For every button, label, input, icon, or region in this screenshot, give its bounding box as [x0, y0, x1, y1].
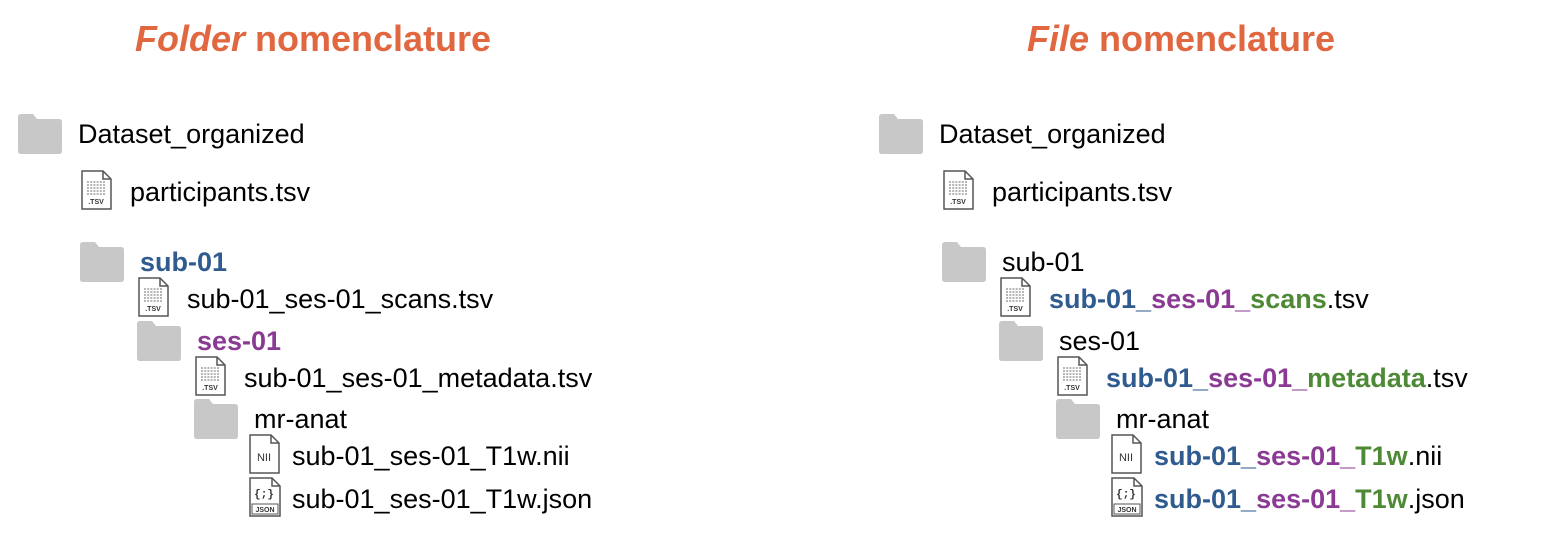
panel-title: Folder nomenclature: [135, 18, 491, 60]
tree-item-label: mr-anat: [254, 403, 348, 434]
tree-item-metadata[interactable]: .TSV sub-01_ses-01_metadata.tsv: [1056, 355, 1468, 401]
extension-part: .nii: [1407, 440, 1443, 471]
session-label: ses-01: [197, 325, 282, 356]
tree-item-label: participants.tsv: [992, 176, 1173, 207]
tree-item-participants[interactable]: .TSV participants.tsv: [942, 169, 1173, 215]
svg-text:NII: NII: [257, 452, 271, 464]
tree-item-root-folder[interactable]: Dataset_organized: [18, 113, 305, 155]
folder-icon: [194, 399, 238, 439]
tree-item-label: sub-01_ses-01_T1w.nii: [1154, 440, 1443, 471]
tsv-file-icon: .TSV: [1056, 355, 1088, 401]
svg-text:.TSV: .TSV: [145, 306, 161, 313]
folder-icon: [1056, 399, 1100, 439]
svg-text:.TSV: .TSV: [1007, 306, 1023, 313]
subject-part: sub-01: [1154, 483, 1242, 514]
tree-item-ses-folder[interactable]: ses-01: [137, 320, 281, 362]
tsv-file-icon: .TSV: [137, 276, 169, 322]
json-file-icon: {;} JSON: [1110, 476, 1144, 522]
folder-icon: [999, 321, 1043, 361]
svg-text:JSON: JSON: [1117, 507, 1136, 514]
folder-icon: [137, 321, 181, 361]
tree-item-label: ses-01: [1059, 325, 1141, 356]
title-emphasis: File: [1027, 18, 1090, 59]
svg-text:JSON: JSON: [255, 507, 274, 514]
tree-item-metadata[interactable]: .TSV sub-01_ses-01_metadata.tsv: [194, 355, 593, 401]
suffix-part: T1w: [1355, 483, 1408, 514]
session-part: ses-01: [1208, 362, 1293, 393]
extension-part: .tsv: [1326, 283, 1369, 314]
subject-part: sub-01: [1049, 283, 1137, 314]
nii-file-icon: NII: [1110, 433, 1142, 479]
title-emphasis: Folder: [135, 18, 246, 59]
tree-item-label: sub-01: [1002, 246, 1085, 277]
svg-text:.TSV: .TSV: [202, 385, 218, 392]
tsv-file-icon: .TSV: [194, 355, 226, 401]
nii-file-icon: NII: [248, 433, 280, 479]
tree-item-label: sub-01_ses-01_metadata.tsv: [244, 362, 593, 393]
title-text: nomenclature: [245, 18, 492, 59]
separator: _: [1235, 283, 1251, 314]
folder-nomenclature-panel: Folder nomenclature Dataset_organized .T…: [18, 18, 593, 522]
svg-text:.TSV: .TSV: [950, 199, 966, 206]
session-part: ses-01: [1256, 483, 1341, 514]
tree-item-label: sub-01_ses-01_scans.tsv: [1049, 283, 1369, 314]
panel-title: File nomenclature: [1027, 18, 1335, 60]
separator: _: [1292, 362, 1308, 393]
tree-item-json[interactable]: {;} JSON sub-01_ses-01_T1w.json: [248, 476, 593, 522]
tree-item-json[interactable]: {;}JSON sub-01_ses-01_T1w.json: [1110, 476, 1465, 522]
folder-icon: [942, 242, 986, 282]
tree-item-label: sub-01_ses-01_metadata.tsv: [1106, 362, 1468, 393]
tsv-file-icon: .TSV: [942, 169, 974, 215]
tree-item-anat-folder[interactable]: mr-anat: [1056, 398, 1209, 440]
folder-icon: [879, 114, 923, 154]
tree-item-scans[interactable]: .TSV sub-01_ses-01_scans.tsv: [137, 276, 494, 322]
separator: _: [1340, 440, 1356, 471]
tree-item-ses-folder[interactable]: ses-01: [999, 320, 1140, 362]
tree-item-sub-folder[interactable]: sub-01: [80, 241, 227, 283]
tree-item-sub-folder[interactable]: sub-01: [942, 241, 1085, 283]
tree-item-root-folder[interactable]: Dataset_organized: [879, 113, 1166, 155]
tree-item-label: Dataset_organized: [939, 118, 1166, 149]
tsv-file-icon: .TSV: [80, 169, 112, 215]
subject-label: sub-01: [140, 246, 228, 277]
json-file-icon: {;} JSON: [248, 476, 282, 522]
tsv-file-icon: .TSV: [999, 276, 1031, 322]
tree-item-label: sub-01_ses-01_T1w.json: [292, 483, 593, 514]
suffix-part: metadata: [1307, 362, 1426, 393]
svg-text:NII: NII: [1119, 452, 1133, 464]
separator: _: [1340, 483, 1356, 514]
svg-text:{;}: {;}: [1116, 489, 1136, 501]
separator: _: [1241, 440, 1257, 471]
tree-item-label: sub-01_ses-01_T1w.nii: [292, 440, 570, 471]
tree-item-label: sub-01_ses-01_scans.tsv: [187, 283, 494, 314]
separator: _: [1136, 283, 1152, 314]
tree-item-nii[interactable]: NII sub-01_ses-01_T1w.nii: [248, 433, 570, 479]
tree-item-label: participants.tsv: [130, 176, 311, 207]
session-part: ses-01: [1151, 283, 1236, 314]
folder-icon: [80, 242, 124, 282]
title-text: nomenclature: [1089, 18, 1336, 59]
tree-item-scans[interactable]: .TSV sub-01_ses-01_scans.tsv: [999, 276, 1369, 322]
extension-part: .tsv: [1425, 362, 1468, 393]
tree-item-nii[interactable]: NII sub-01_ses-01_T1w.nii: [1110, 433, 1443, 479]
tree-item-participants[interactable]: .TSV participants.tsv: [80, 169, 311, 215]
subject-part: sub-01: [1154, 440, 1242, 471]
session-part: ses-01: [1256, 440, 1341, 471]
separator: _: [1193, 362, 1209, 393]
tree-item-label: mr-anat: [1116, 403, 1210, 434]
tree-item-anat-folder[interactable]: mr-anat: [194, 398, 347, 440]
extension-part: .json: [1407, 483, 1465, 514]
subject-part: sub-01: [1106, 362, 1194, 393]
file-nomenclature-panel: File nomenclature Dataset_organized .TSV…: [779, 0, 1558, 560]
tree-item-label: sub-01_ses-01_T1w.json: [1154, 483, 1465, 514]
tree-item-label: Dataset_organized: [78, 118, 305, 149]
svg-text:.TSV: .TSV: [1064, 385, 1080, 392]
separator: _: [1241, 483, 1257, 514]
folder-icon: [18, 114, 62, 154]
suffix-part: T1w: [1355, 440, 1408, 471]
svg-text:{;}: {;}: [254, 489, 274, 501]
suffix-part: scans: [1250, 283, 1327, 314]
svg-text:.TSV: .TSV: [88, 199, 104, 206]
